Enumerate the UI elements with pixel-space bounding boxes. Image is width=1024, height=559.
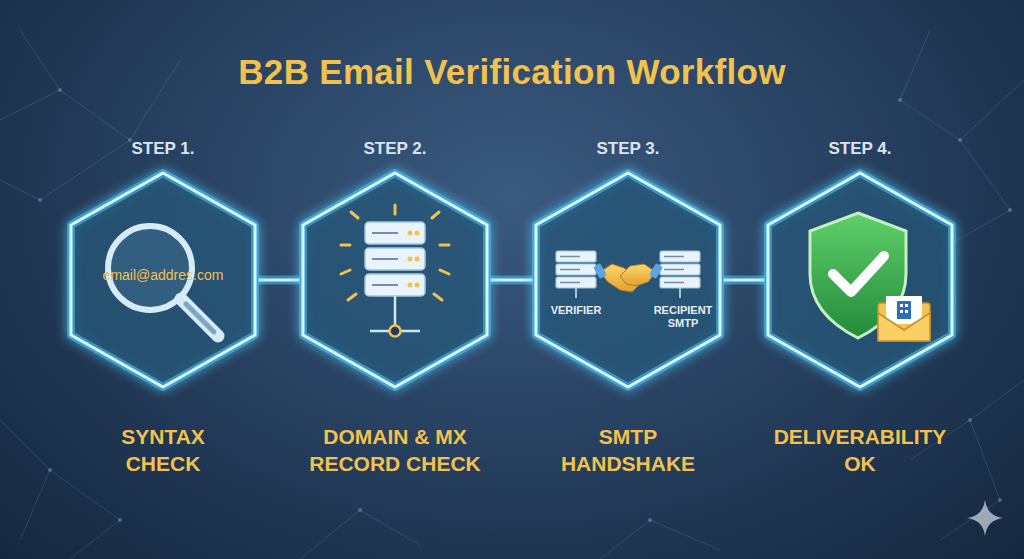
hexagon-glow (71, 173, 255, 387)
step-title: DOMAIN & MX RECORD CHECK (295, 423, 495, 477)
connector-glow (723, 276, 765, 285)
step-title: SMTP HANDSHAKE (543, 423, 713, 477)
hexagon-border (303, 173, 487, 387)
diagram-title: B2B Email Verification Workflow (0, 52, 1024, 92)
envelope-icon (878, 296, 930, 341)
connector-line (258, 280, 300, 281)
hexagon-glow (768, 173, 952, 387)
hexagon-border (768, 173, 952, 387)
connector-core (258, 279, 300, 282)
hexagon-border (71, 173, 255, 387)
step-title: SYNTAX CHECK (88, 423, 238, 477)
hexagon-glow (536, 173, 720, 387)
connector-line (723, 280, 765, 281)
connector-core (490, 279, 533, 282)
connector-glow (258, 276, 300, 285)
server-label: VERIFIER (536, 304, 616, 317)
hexagon-glow (303, 173, 487, 387)
hexagon-border (536, 173, 720, 387)
step-label: STEP 2. (275, 139, 515, 159)
step-label: STEP 4. (740, 139, 980, 159)
step-label: STEP 3. (508, 139, 748, 159)
sparkle-watermark (967, 500, 1003, 536)
step-hexagon: STEP 1.email@addres.comSYNTAX CHECK (68, 170, 258, 390)
step-label: STEP 1. (43, 139, 283, 159)
connector-core (723, 279, 765, 282)
step-title: DELIVERABILITY OK (765, 423, 955, 477)
server-label: RECIPIENT SMTP (643, 304, 723, 330)
connector-line (490, 280, 533, 281)
email-text: email@addres.com (78, 266, 248, 284)
connector-glow (490, 276, 533, 285)
